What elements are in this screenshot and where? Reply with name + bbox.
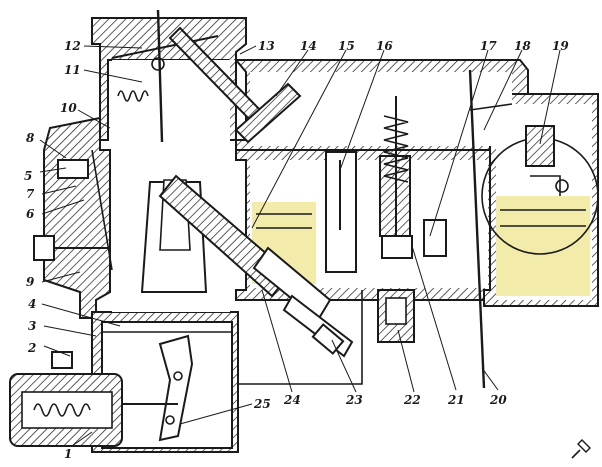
emulsion-assembly (158, 82, 354, 358)
choke-flap (111, 9, 219, 143)
label-20: 20 (489, 393, 507, 407)
label-24: 24 (283, 393, 301, 407)
throttle (102, 331, 232, 442)
label-11: 11 (64, 63, 81, 77)
label-22: 22 (403, 393, 421, 407)
label-16: 16 (376, 39, 393, 53)
main-jet (377, 289, 415, 343)
label-4: 4 (28, 297, 36, 311)
accelerator-pump (325, 96, 447, 273)
label-5: 5 (24, 169, 32, 183)
needle-valve (525, 125, 569, 196)
callout-labels: 1 2 3 4 5 6 7 8 9 10 11 12 13 14 15 16 1… (24, 39, 569, 461)
label-1: 1 (64, 447, 72, 461)
label-15: 15 (338, 39, 355, 53)
pin-icon[interactable] (571, 439, 591, 459)
label-14: 14 (300, 39, 317, 53)
economizer (9, 351, 123, 447)
label-21: 21 (447, 393, 465, 407)
label-7: 7 (26, 187, 35, 201)
label-6: 6 (26, 207, 35, 221)
label-8: 8 (26, 131, 35, 145)
label-3: 3 (28, 319, 36, 333)
label-17: 17 (480, 39, 497, 53)
label-10: 10 (60, 101, 77, 115)
label-12: 12 (64, 39, 81, 53)
label-19: 19 (552, 39, 569, 53)
passage (238, 290, 363, 385)
label-25: 25 (253, 397, 271, 411)
label-13: 13 (258, 39, 275, 53)
label-23: 23 (345, 393, 363, 407)
side-screws (33, 149, 113, 271)
label-9: 9 (26, 275, 35, 289)
label-18: 18 (514, 39, 531, 53)
leader-lines (39, 45, 561, 447)
label-2: 2 (27, 341, 36, 355)
rod (468, 69, 486, 389)
